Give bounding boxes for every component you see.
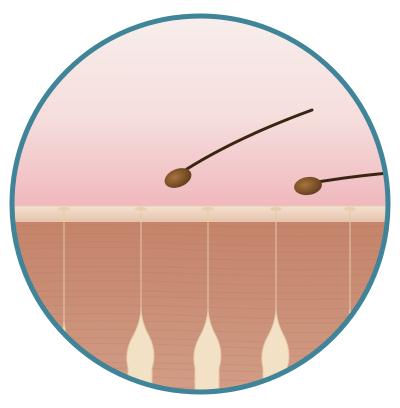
follicle-opening-3 <box>202 207 214 211</box>
follicle-opening-2 <box>135 207 147 211</box>
follicle-opening-5 <box>344 207 356 211</box>
air-region <box>0 0 400 212</box>
follicle-opening-1 <box>58 207 70 211</box>
follicle-opening-4 <box>270 207 282 211</box>
